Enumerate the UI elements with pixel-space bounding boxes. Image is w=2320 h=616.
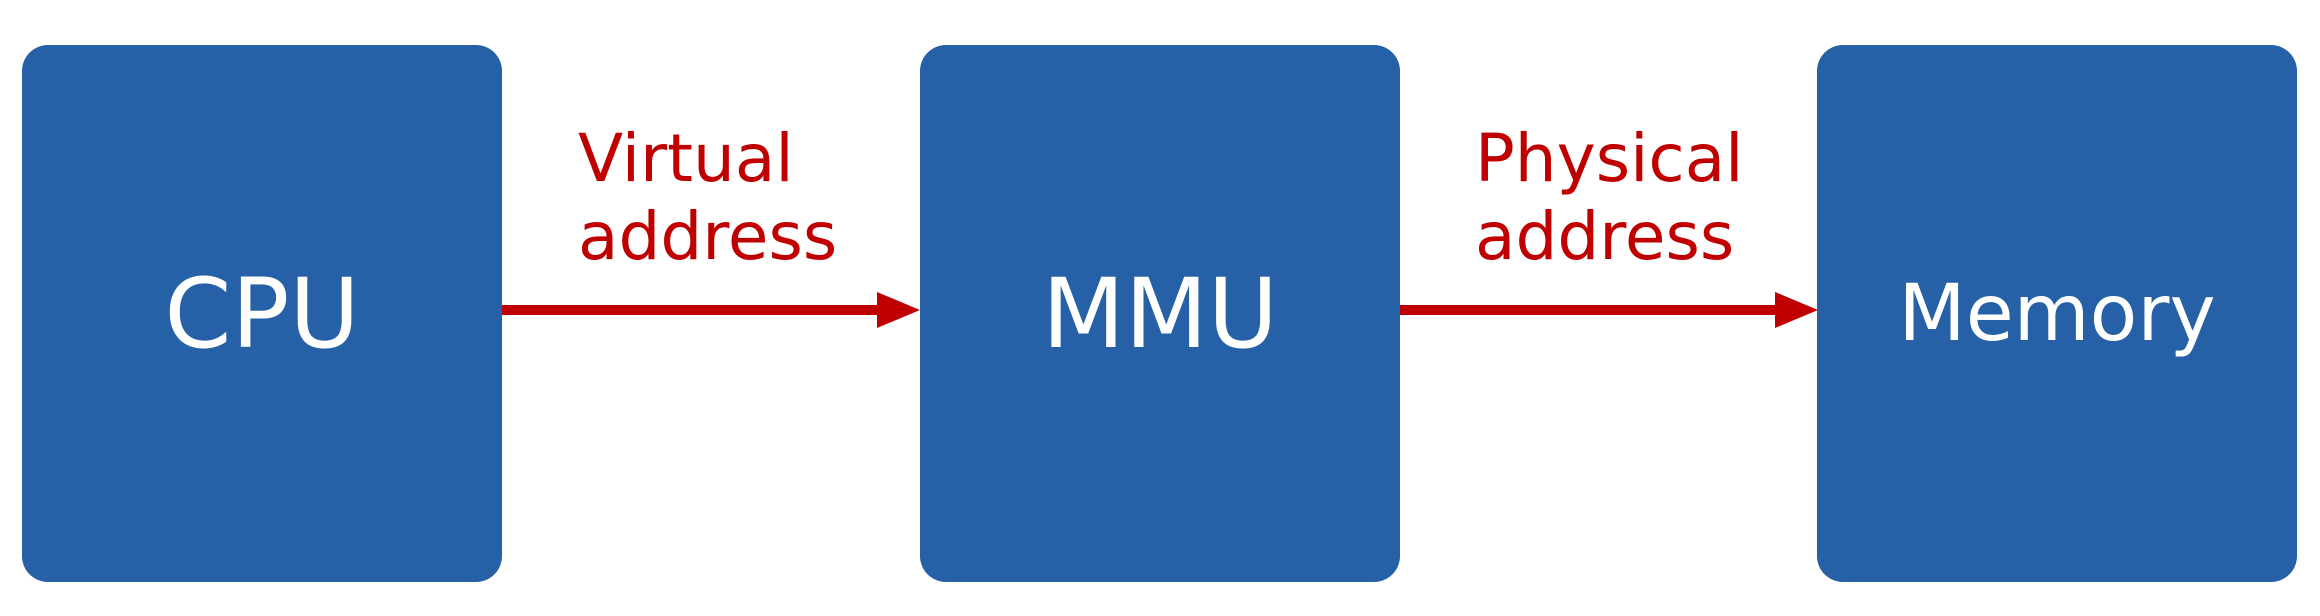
virtual-address-arrow-head — [877, 292, 920, 328]
cpu-box: CPU — [22, 45, 502, 582]
virtual-address-label: Virtual address — [578, 120, 837, 276]
virtual-address-label-line1: Virtual — [578, 120, 794, 197]
physical-address-label-line2: address — [1475, 198, 1735, 275]
cpu-label: CPU — [164, 257, 360, 370]
physical-address-arrow — [1400, 292, 1818, 328]
virtual-address-arrow — [502, 292, 920, 328]
physical-address-arrow-head — [1775, 292, 1818, 328]
mmu-label: MMU — [1042, 257, 1278, 370]
virtual-address-label-line2: address — [578, 198, 838, 275]
mmu-box: MMU — [920, 45, 1400, 582]
physical-address-label-line1: Physical — [1475, 120, 1744, 197]
memory-label: Memory — [1898, 268, 2216, 359]
physical-address-label: Physical address — [1475, 120, 1743, 276]
memory-box: Memory — [1817, 45, 2297, 582]
